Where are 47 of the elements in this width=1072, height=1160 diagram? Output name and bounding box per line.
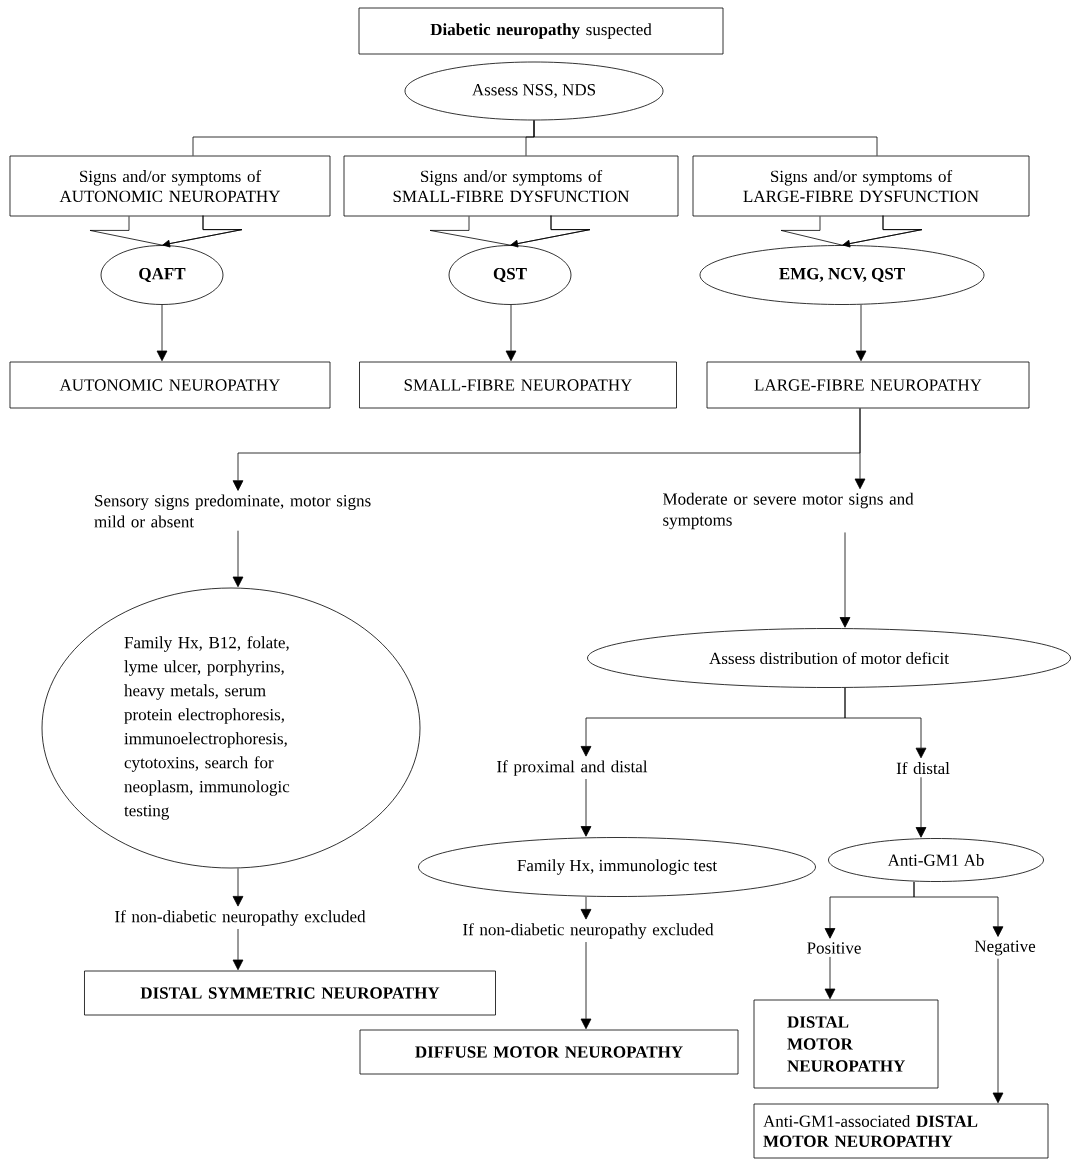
arrow: [913, 881, 1004, 937]
process-box: DIFFUSE MOTOR NEUROPATHY: [359, 1029, 739, 1075]
process-box: Signs and/or symptoms of LARGE-FIBRE DYSFUNCTION: [692, 155, 1030, 217]
oval: Anti-GM1 Ab: [828, 838, 1044, 882]
arrow: [839, 532, 851, 628]
arrow: [915, 776, 927, 838]
oval: Assess distribution of motor deficit: [587, 628, 1071, 688]
process-box: SMALL-FIBRE NEUROPATHY: [359, 361, 677, 409]
process-box: Signs and/or symptoms of AUTONOMIC NEUROPATHY: [9, 155, 331, 217]
arrow: [855, 304, 867, 362]
oval: Family Hx, B12, folate, lyme ulcer, porphyrins, heavy metals, serum protein electrophoresis, immunoelectrophoresis, cytotoxins, search for neoplasm, immunologic testing: [41, 587, 421, 869]
oval: Assess NSS, NDS: [404, 61, 664, 121]
oval: QST: [448, 245, 572, 305]
arrow: [854, 408, 866, 490]
oval: QAFT: [100, 245, 224, 305]
process-box: LARGE-FIBRE NEUROPATHY: [706, 361, 1030, 409]
funnel-arrow: [89, 215, 243, 248]
funnel-arrow: [429, 215, 591, 248]
condition-text: Moderate or severe motor signs and symptoms: [663, 492, 914, 530]
condition-text: If non-diabetic neuropathy excluded: [115, 910, 366, 926]
arrow: [232, 530, 244, 588]
connector-line: [533, 120, 878, 156]
arrow: [580, 778, 592, 837]
process-box: Diabetic neuropathy suspected: [358, 7, 724, 55]
arrow: [824, 956, 836, 1000]
arrow: [580, 896, 592, 920]
arrow: [232, 928, 244, 971]
process-box: DISTAL MOTOR NEUROPATHY: [753, 999, 939, 1089]
arrow: [156, 304, 168, 362]
condition-text: If distal: [896, 761, 950, 775]
process-box: Anti-GM1-associated DISTAL MOTOR NEUROPATHY: [753, 1103, 1049, 1159]
arrow: [232, 868, 244, 907]
arrow: [505, 304, 517, 362]
arrow: [580, 941, 592, 1030]
oval: Family Hx, immunologic test: [418, 837, 816, 897]
process-box: DISTAL SYMMETRIC NEUROPATHY: [84, 970, 496, 1016]
condition-text: Positive: [807, 942, 861, 954]
condition-text: Negative: [974, 940, 1036, 956]
arrow: [992, 958, 1004, 1104]
condition-text: If proximal and distal: [497, 760, 648, 776]
funnel-arrow: [780, 215, 923, 248]
oval: EMG, NCV, QST: [699, 245, 985, 305]
condition-text: If non-diabetic neuropathy excluded: [463, 923, 714, 939]
arrow: [844, 687, 927, 759]
process-box: Signs and/or symptoms of SMALL-FIBRE DYSFUNCTION: [343, 155, 679, 217]
condition-text: Sensory signs predominate, motor signs mild or absent: [94, 494, 371, 528]
process-box: AUTONOMIC NEUROPATHY: [9, 361, 331, 409]
